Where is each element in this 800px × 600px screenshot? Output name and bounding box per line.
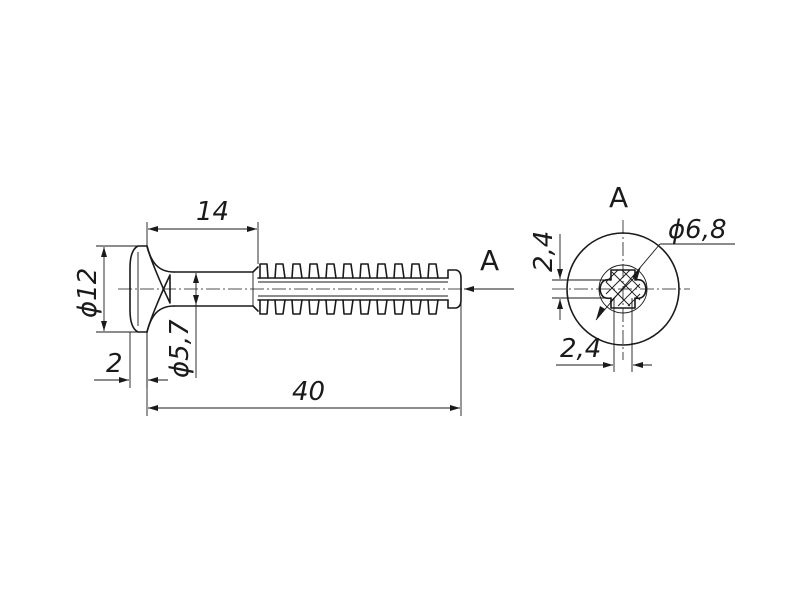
dimension-2-4-vertical: 2,4 — [529, 231, 611, 320]
dimension-2-4-vertical-label: 2,4 — [529, 231, 559, 272]
dimension-phi57: ϕ5,7 — [165, 273, 199, 378]
dimension-2-4-horizontal-label: 2,4 — [560, 334, 601, 364]
dimension-14: 14 — [146, 197, 259, 264]
thread-ribs-bottom — [259, 299, 439, 315]
dimension-2: 2 — [94, 332, 168, 388]
thread-core — [257, 277, 449, 301]
dimension-phi68-label: ϕ6,8 — [668, 215, 727, 245]
dimension-2-label: 2 — [106, 349, 123, 379]
dimension-14-label: 14 — [196, 197, 229, 227]
recess-circle — [598, 264, 648, 314]
screw-head-face — [146, 245, 175, 333]
screw-end-view: A ϕ6,8 2,4 — [529, 181, 735, 372]
cross-recess — [599, 269, 647, 309]
screw-tip — [447, 269, 462, 309]
dimension-40-label: 40 — [292, 377, 325, 407]
dimension-phi12: ϕ12 — [73, 245, 147, 333]
view-arrow-a-label: A — [480, 244, 499, 277]
screw-side-view — [118, 245, 470, 333]
dimension-phi57-label: ϕ5,7 — [165, 319, 195, 378]
view-a-title: A — [609, 181, 628, 214]
dimension-phi12-label: ϕ12 — [73, 268, 103, 318]
view-arrow-a: A — [464, 244, 514, 292]
thread-ribs-top — [259, 263, 439, 279]
phi68-leader — [595, 243, 661, 321]
dimension-2-4-horizontal: 2,4 — [556, 298, 652, 372]
